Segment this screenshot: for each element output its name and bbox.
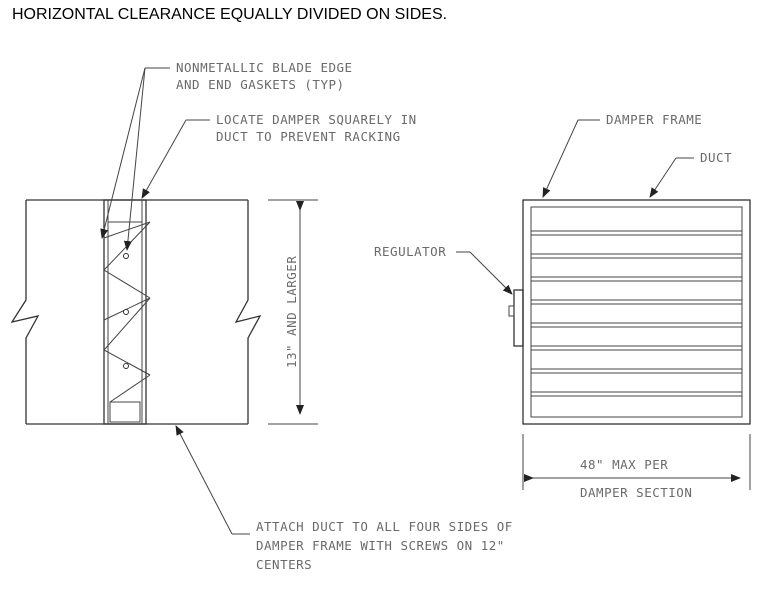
width-dimension: 48" MAX PER DAMPER SECTION: [522, 434, 751, 500]
height-dimension-label: 13" AND LARGER: [284, 256, 299, 368]
damper-frame-front: [530, 206, 743, 418]
drawing-title: HORIZONTAL CLEARANCE EQUALLY DIVIDED ON …: [12, 6, 448, 23]
attach-callout: ATTACH DUCT TO ALL FOUR SIDES OF DAMPER …: [175, 425, 513, 572]
right-break-line: [234, 200, 262, 424]
attach-label-line2: DAMPER FRAME WITH SCREWS ON 12": [256, 538, 505, 553]
width-dimension-label-line1: 48" MAX PER: [580, 457, 668, 472]
duct-outline: [522, 199, 751, 425]
width-dimension-label-line2: DAMPER SECTION: [580, 485, 692, 500]
damper-frame-label: DAMPER FRAME: [606, 112, 702, 127]
attach-label-line3: CENTERS: [256, 557, 312, 572]
attach-label-line1: ATTACH DUCT TO ALL FOUR SIDES OF: [256, 519, 513, 534]
gasket-callout: NONMETALLIC BLADE EDGE AND END GASKETS (…: [100, 60, 353, 251]
locate-label-line2: DUCT TO PREVENT RACKING: [216, 129, 401, 144]
locate-label-line1: LOCATE DAMPER SQUARELY IN: [216, 112, 417, 127]
duct-label: DUCT: [700, 150, 732, 165]
front-elevation-view: REGULATOR DAMPER FRAME DUCT 48" MAX PER …: [374, 112, 751, 500]
gasket-label-line2: AND END GASKETS (TYP): [176, 77, 345, 92]
regulator: [508, 289, 524, 347]
left-break-line: [10, 200, 40, 424]
locate-callout: LOCATE DAMPER SQUARELY IN DUCT TO PREVEN…: [141, 112, 417, 199]
gasket-label-line1: NONMETALLIC BLADE EDGE: [176, 60, 353, 75]
regulator-label: REGULATOR: [374, 244, 446, 259]
side-section-view: 13" AND LARGER NONMETALLIC BLADE EDGE AN…: [10, 60, 513, 572]
damper-blades-front: [531, 230, 742, 397]
height-dimension: 13" AND LARGER: [268, 199, 318, 425]
